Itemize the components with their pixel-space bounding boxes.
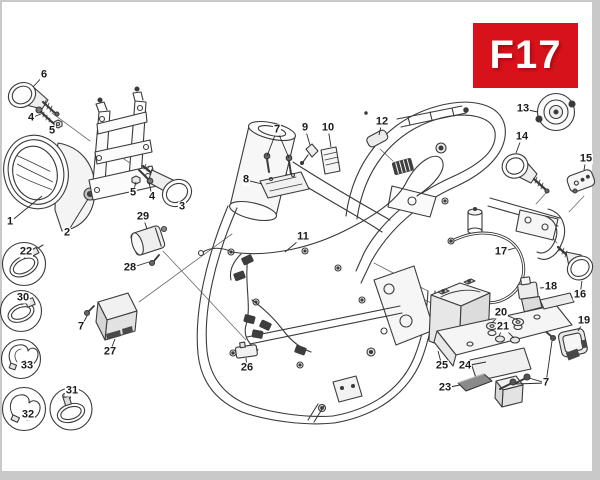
part-callout-7[interactable]: 7	[272, 123, 282, 136]
relay-18-drawing	[517, 276, 557, 342]
part-callout-28[interactable]: 28	[122, 261, 138, 274]
part-callout-9[interactable]: 9	[300, 121, 310, 134]
part-callout-17[interactable]: 17	[493, 245, 509, 258]
part-callout-5[interactable]: 5	[47, 124, 57, 137]
diagram-linework	[0, 81, 596, 432]
page-code: F17	[489, 33, 562, 77]
part-callout-16[interactable]: 16	[572, 288, 588, 301]
part-callout-29[interactable]: 29	[135, 210, 151, 223]
part-callout-26[interactable]: 26	[239, 361, 255, 374]
bracket-26-drawing	[229, 341, 258, 359]
part-callout-10[interactable]: 10	[320, 121, 336, 134]
page-code-badge: F17	[473, 23, 578, 88]
part-callout-11[interactable]: 11	[296, 230, 310, 243]
frame-drawing	[196, 101, 566, 425]
part-callout-7[interactable]: 7	[541, 376, 551, 389]
part-callout-19[interactable]: 19	[576, 314, 592, 327]
part-callout-22[interactable]: 22	[18, 245, 34, 258]
control-unit-drawing	[83, 292, 138, 341]
bracket-15-drawing	[566, 169, 596, 194]
part-callout-24[interactable]: 24	[457, 359, 473, 372]
part-callout-32[interactable]: 32	[20, 408, 36, 421]
turn-signal-rear-right-drawing	[556, 244, 594, 281]
turn-signal-front-left-drawing	[7, 81, 60, 117]
part-callout-5[interactable]: 5	[128, 186, 138, 199]
part-callout-15[interactable]: 15	[578, 152, 594, 165]
part-callout-14[interactable]: 14	[514, 130, 530, 143]
cdi-bracket-drawing	[259, 152, 310, 199]
part-callout-30[interactable]: 30	[15, 291, 31, 304]
wiring-harness-drawing	[197, 142, 447, 356]
part-callout-4[interactable]: 4	[147, 190, 157, 203]
part-callout-1[interactable]: 1	[5, 215, 15, 228]
part-callout-2[interactable]: 2	[62, 226, 72, 239]
part-callout-33[interactable]: 33	[19, 359, 35, 372]
part-callout-12[interactable]: 12	[374, 115, 390, 128]
part-callout-31[interactable]: 31	[64, 384, 80, 397]
part-callout-13[interactable]: 13	[515, 102, 531, 115]
part-callout-21[interactable]: 21	[495, 320, 511, 333]
part-callout-25[interactable]: 25	[434, 359, 450, 372]
part-callout-20[interactable]: 20	[493, 306, 509, 319]
horn-drawing	[535, 92, 576, 132]
part-callout-7[interactable]: 7	[76, 320, 86, 333]
starter-relay-drawing	[557, 328, 588, 361]
flasher-relay-drawing	[130, 225, 168, 267]
part-callout-27[interactable]: 27	[102, 345, 118, 358]
part-callout-18[interactable]: 18	[543, 280, 559, 293]
turn-signal-front-right-drawing	[141, 163, 193, 208]
part-callout-3[interactable]: 3	[177, 200, 187, 213]
headlight-drawing	[3, 134, 97, 232]
part-callout-6[interactable]: 6	[39, 68, 49, 81]
fastener-drawings	[35, 106, 154, 185]
headlight-bracket-drawing	[88, 86, 158, 201]
part-callout-23[interactable]: 23	[437, 381, 453, 394]
clamp-details-drawing	[0, 241, 93, 432]
turn-signal-rear-left-drawing	[501, 153, 550, 194]
part-callout-4[interactable]: 4	[26, 111, 36, 124]
small-parts-drawing	[299, 129, 414, 175]
part-callout-8[interactable]: 8	[241, 173, 251, 186]
